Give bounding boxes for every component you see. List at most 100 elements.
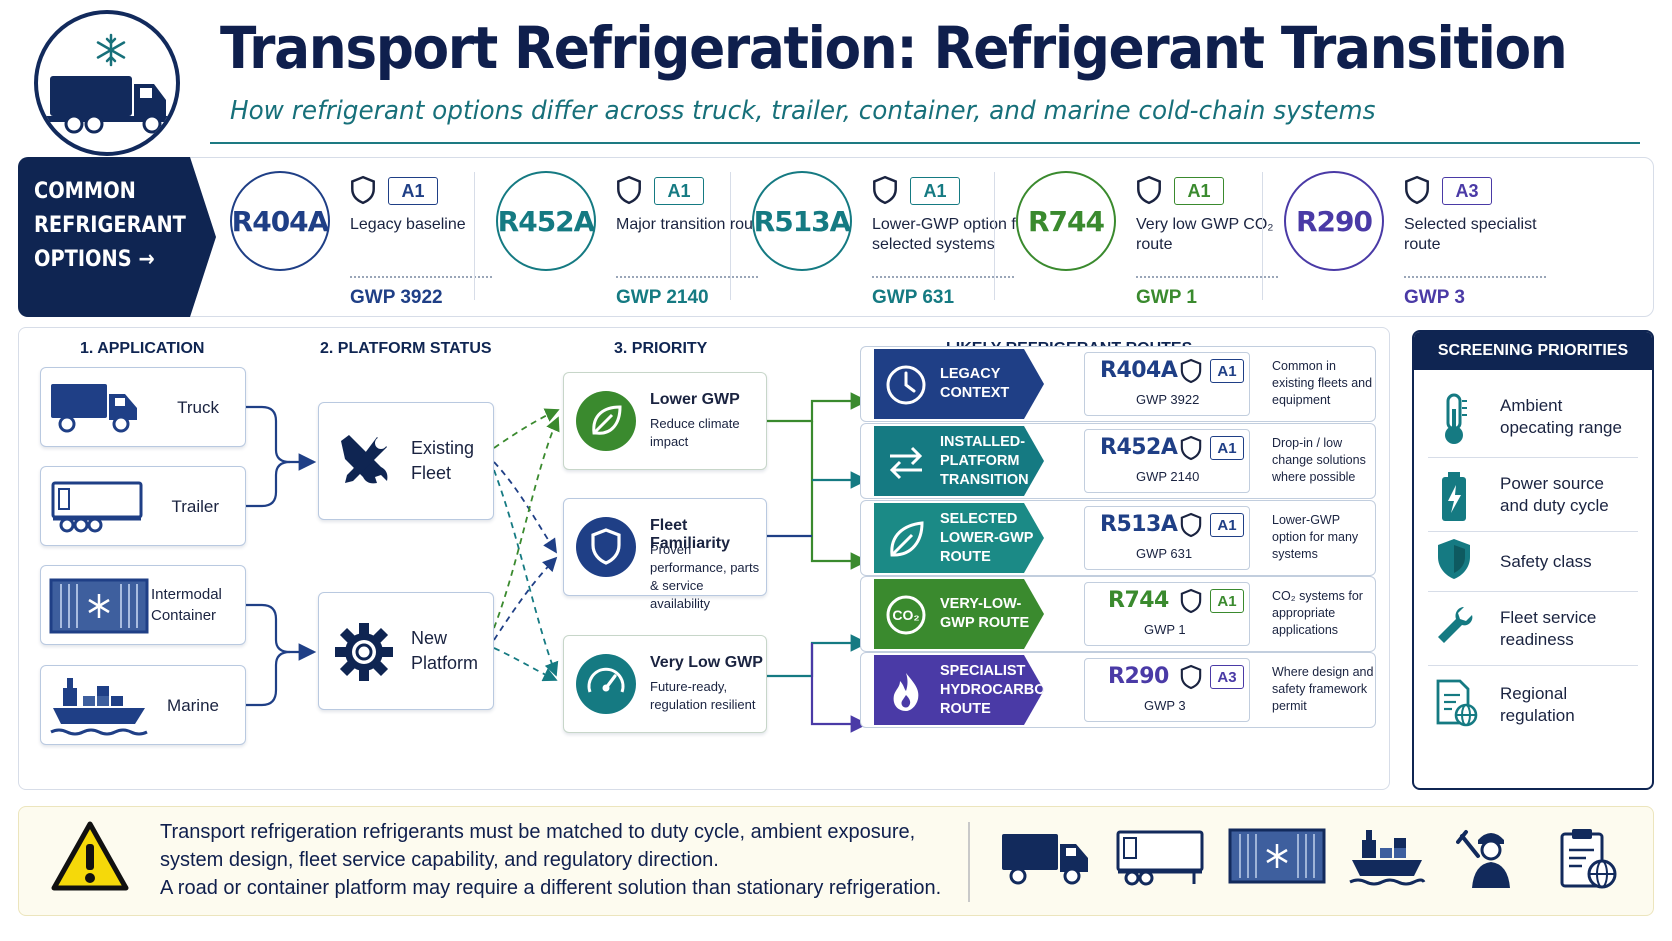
application-label: Marine [167, 695, 219, 715]
route-tag: CO₂ VERY-LOW-GWP ROUTE [874, 579, 1044, 649]
technician-icon [1456, 830, 1510, 888]
route-shield-icon [1180, 588, 1202, 619]
route-refrigerant-box [1084, 582, 1250, 646]
application-card-truck[interactable]: Truck [40, 367, 246, 447]
route-safety-class: A1 [1210, 436, 1244, 460]
screening-label: Power source and duty cycle [1500, 473, 1609, 515]
flame-icon [884, 669, 928, 718]
application-label: Truck [177, 397, 219, 417]
options-label: COMMON REFRIGERANT OPTIONS → [18, 157, 216, 317]
screening-item-fleet: Fleet service readiness [1428, 592, 1638, 666]
route-note: Drop-in / low change solutions where pos… [1272, 436, 1366, 484]
shield-icon [1180, 588, 1202, 614]
route-refrigerant-box [1084, 429, 1250, 493]
dotted-divider [350, 276, 492, 278]
dotted-divider [1404, 276, 1546, 278]
route-gwp: GWP 631 [1136, 546, 1193, 561]
logo [34, 10, 180, 156]
option-description: Lower-GWP option for selected systems [872, 216, 1030, 253]
footer-line: Transport refrigeration refrigerants mus… [160, 821, 916, 843]
warning-icon [51, 821, 129, 891]
footer-line: system design, fleet service capability,… [160, 849, 719, 871]
safety-shield-icon [616, 175, 642, 210]
route-refrigerant-code: R513A [1100, 512, 1178, 537]
shield-icon [1137, 175, 1161, 205]
shield-icon [1180, 358, 1202, 384]
route-note: Lower-GWP option for many systems [1272, 513, 1359, 561]
application-label: Intermodal Container [151, 586, 222, 624]
platform-card-new[interactable]: New Platform [318, 592, 494, 710]
refrigerated-truck-snowflake-icon [46, 33, 170, 134]
option-description: Legacy baseline [350, 216, 466, 233]
priority-title: Fleet Familiarity [650, 517, 731, 552]
screening-item-ambient: Ambient opecating range [1428, 376, 1638, 458]
route-gwp: GWP 1 [1144, 622, 1186, 637]
trailer-icon [1116, 830, 1204, 886]
clipboard-globe-icon [1560, 829, 1617, 889]
gwp-value: GWP 2140 [616, 287, 709, 308]
route-safety-class: A3 [1210, 665, 1244, 689]
route-refrigerant-code: R404A [1100, 358, 1178, 383]
option-description: Very low GWP CO₂ route [1136, 216, 1274, 253]
shield-icon [617, 175, 641, 205]
shield-icon [1180, 435, 1202, 461]
footer-divider [968, 822, 970, 902]
safety-shield-icon [1136, 175, 1162, 210]
route-tag: INSTALLED-PLATFORM TRANSITION [874, 426, 1044, 496]
route-tag-label: SELECTED LOWER-GWP ROUTE [940, 510, 1034, 565]
leaf-icon [884, 517, 928, 566]
option-divider [474, 172, 475, 300]
route-shield-icon [1180, 358, 1202, 389]
safety-class-badge: A3 [1442, 177, 1492, 205]
shield-icon [1405, 175, 1429, 205]
refrigerant-code: R404A [230, 171, 330, 271]
priority-subtitle: Reduce climate impact [650, 416, 740, 449]
screening-priorities-panel: SCREENING PRIORITIES Ambient opecating r… [1412, 330, 1654, 790]
gwp-value: GWP 3922 [350, 287, 443, 308]
footer-line: A road or container platform may require… [160, 877, 942, 899]
route-tag-label: VERY-LOW-GWP ROUTE [940, 596, 1030, 631]
option-divider [730, 172, 731, 300]
option-description: Selected specialist route [1404, 216, 1537, 253]
route-tag-label: INSTALLED-PLATFORM TRANSITION [940, 433, 1029, 488]
refrigerant-code: R513A [752, 171, 852, 271]
route-note: Where design and safety framework permit [1272, 665, 1374, 713]
route-tag: SPECIALIST HYDROCARBON ROUTE [874, 655, 1044, 725]
gwp-value: GWP 631 [872, 287, 955, 308]
application-card-marine[interactable]: Marine [40, 665, 246, 745]
route-tag: LEGACY CONTEXT [874, 349, 1044, 419]
application-label: Trailer [171, 496, 219, 516]
application-card-trailer[interactable]: Trailer [40, 466, 246, 546]
application-card-intermodal[interactable]: Intermodal Container [40, 565, 246, 645]
title-divider [210, 142, 1640, 144]
screening-label: Safety class [1500, 551, 1592, 571]
screening-label: Regional regulation [1500, 684, 1575, 725]
shield-icon [873, 175, 897, 205]
route-tag-label: SPECIALIST HYDROCARBON ROUTE [940, 662, 1056, 717]
priority-subtitle: Future-ready, regulation resilient [650, 679, 756, 712]
page-subtitle: How refrigerant options differ across tr… [230, 96, 1376, 126]
options-label-line: REFRIGERANT [34, 213, 186, 238]
route-gwp: GWP 3922 [1136, 392, 1200, 407]
route-shield-icon [1180, 664, 1202, 695]
safety-class-badge: A1 [654, 177, 704, 205]
screening-item-power: Power source and duty cycle [1428, 458, 1638, 532]
svg-text:CO₂: CO₂ [892, 607, 919, 623]
platform-card-existing[interactable]: Existing Fleet [318, 402, 494, 520]
route-refrigerant-code: R290 [1108, 664, 1169, 689]
dotted-divider [616, 276, 758, 278]
swap-arrows-icon [884, 440, 928, 489]
screening-label: Fleet service readiness [1500, 607, 1597, 649]
screening-label: Ambient opecating range [1500, 395, 1622, 437]
route-refrigerant-box [1084, 352, 1250, 416]
priority-card-very-low-gwp[interactable]: Very Low GWP Future-ready, regulation res… [563, 635, 767, 733]
route-refrigerant-box [1084, 506, 1250, 570]
column-heading-platform: 2. PLATFORM STATUS [320, 340, 492, 357]
priority-title: Very Low GWP [650, 654, 763, 671]
